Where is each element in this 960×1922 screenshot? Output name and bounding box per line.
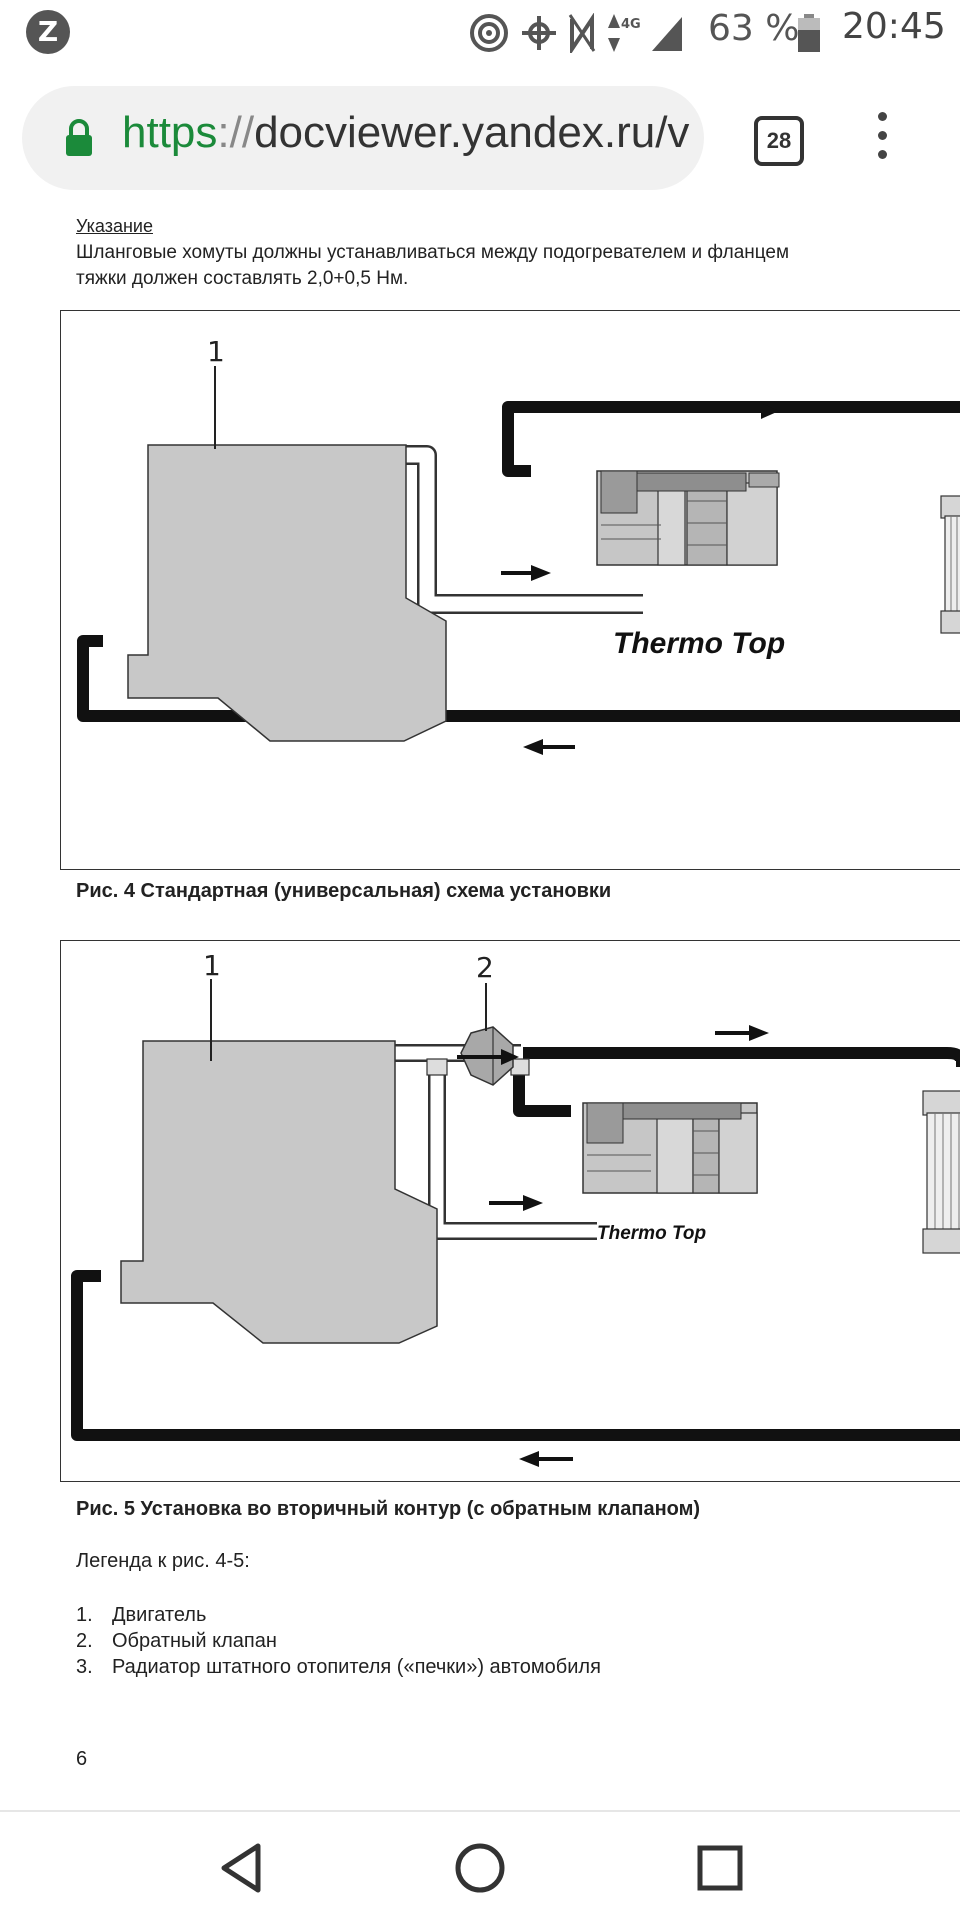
figure-4-svg: 1 Thermo Top: [77, 335, 960, 755]
url-host: docviewer.yandex.ru/v: [254, 108, 690, 157]
page-number: 6: [76, 1748, 88, 1770]
browser-toolbar: https://docviewer.yandex.ru/v 28: [0, 66, 960, 214]
legend-text: Радиатор штатного отопителя («печки») ав…: [112, 1656, 601, 1678]
document-page[interactable]: Указание Шланговые хомуты должны устанав…: [0, 212, 960, 1810]
note-text: Шланговые хомуты должны устанавливаться …: [76, 242, 790, 289]
legend-item: 2. Обратный клапан: [76, 1628, 601, 1654]
overflow-menu-icon[interactable]: [870, 112, 894, 168]
legend-title: Легенда к рис. 4-5:: [76, 1550, 250, 1572]
navigation-bar: [0, 1810, 960, 1922]
app-badge-icon: Z: [26, 10, 70, 54]
check-valve-icon: [457, 1026, 519, 1086]
nfc-icon: [568, 13, 596, 53]
url-separator: ://: [217, 108, 255, 157]
legend-item: 3. Радиатор штатного отопителя («печки») …: [76, 1654, 601, 1680]
legend-number: 1.: [76, 1604, 93, 1626]
home-icon[interactable]: [452, 1840, 508, 1896]
legend-text: Двигатель: [112, 1604, 207, 1626]
address-bar[interactable]: https://docviewer.yandex.ru/v: [22, 86, 704, 190]
legend-item: 1. Двигатель: [76, 1602, 601, 1628]
back-icon[interactable]: [214, 1840, 270, 1896]
signal-icon: [652, 17, 682, 51]
flow-arrow-bottom-icon: [519, 1451, 573, 1467]
thermo-top-heater-icon: [582, 1102, 758, 1194]
battery-percent: 63 %: [708, 8, 800, 49]
system-icons: 4G: [468, 12, 684, 54]
radiator-icon: [922, 1090, 960, 1254]
figure-5-diagram: 2 3 1: [60, 940, 960, 1482]
radiator-icon: [940, 495, 960, 634]
battery-icon: [798, 14, 820, 52]
flow-arrow-bottom-icon: [523, 739, 575, 755]
legend-number: 3.: [76, 1656, 93, 1678]
url-scheme: https: [122, 108, 218, 157]
lock-icon: [66, 119, 92, 156]
figure-5-label-1: 1: [203, 949, 221, 982]
figure-4-caption: Рис. 4 Стандартная (универсальная) схема…: [76, 880, 612, 902]
flow-arrow-middle-icon: [501, 565, 551, 581]
figure-5-label-2: 2: [476, 951, 494, 984]
recents-icon[interactable]: [692, 1840, 748, 1896]
url-text[interactable]: https://docviewer.yandex.ru/v: [122, 108, 689, 158]
figure-4-diagram: 1 Thermo Top: [60, 310, 960, 870]
note-title: Указание: [76, 216, 153, 236]
network-type: 4G: [621, 17, 640, 32]
figure-4-label-1: 1: [207, 335, 225, 368]
flow-arrow-middle-icon: [489, 1195, 543, 1211]
data-arrows-icon: 4G: [608, 14, 640, 52]
engine-shape: [127, 444, 447, 742]
location-icon: [522, 16, 556, 50]
thermo-top-heater-icon: [596, 470, 780, 566]
flow-arrow-top-icon: [731, 403, 779, 419]
flow-arrow-top-icon: [715, 1025, 769, 1041]
hotspot-icon: [470, 14, 508, 52]
status-bar: Z 4G 63 % 20:45: [0, 0, 960, 66]
figure-4-heater-label: Thermo Top: [613, 627, 785, 660]
figure-5-svg: 2 3 1: [71, 949, 960, 1467]
tab-switcher-button[interactable]: 28: [754, 116, 804, 166]
engine-shape: [120, 1040, 438, 1344]
legend-text: Обратный клапан: [112, 1630, 277, 1652]
figure-5-caption: Рис. 5 Установка во вторичный контур (с …: [76, 1498, 701, 1520]
clock: 20:45: [842, 6, 946, 47]
legend-number: 2.: [76, 1630, 93, 1652]
figure-5-heater-label: Thermo Top: [597, 1223, 706, 1244]
legend-list: 1. Двигатель 2. Обратный клапан 3. Радиатор…: [76, 1602, 601, 1680]
